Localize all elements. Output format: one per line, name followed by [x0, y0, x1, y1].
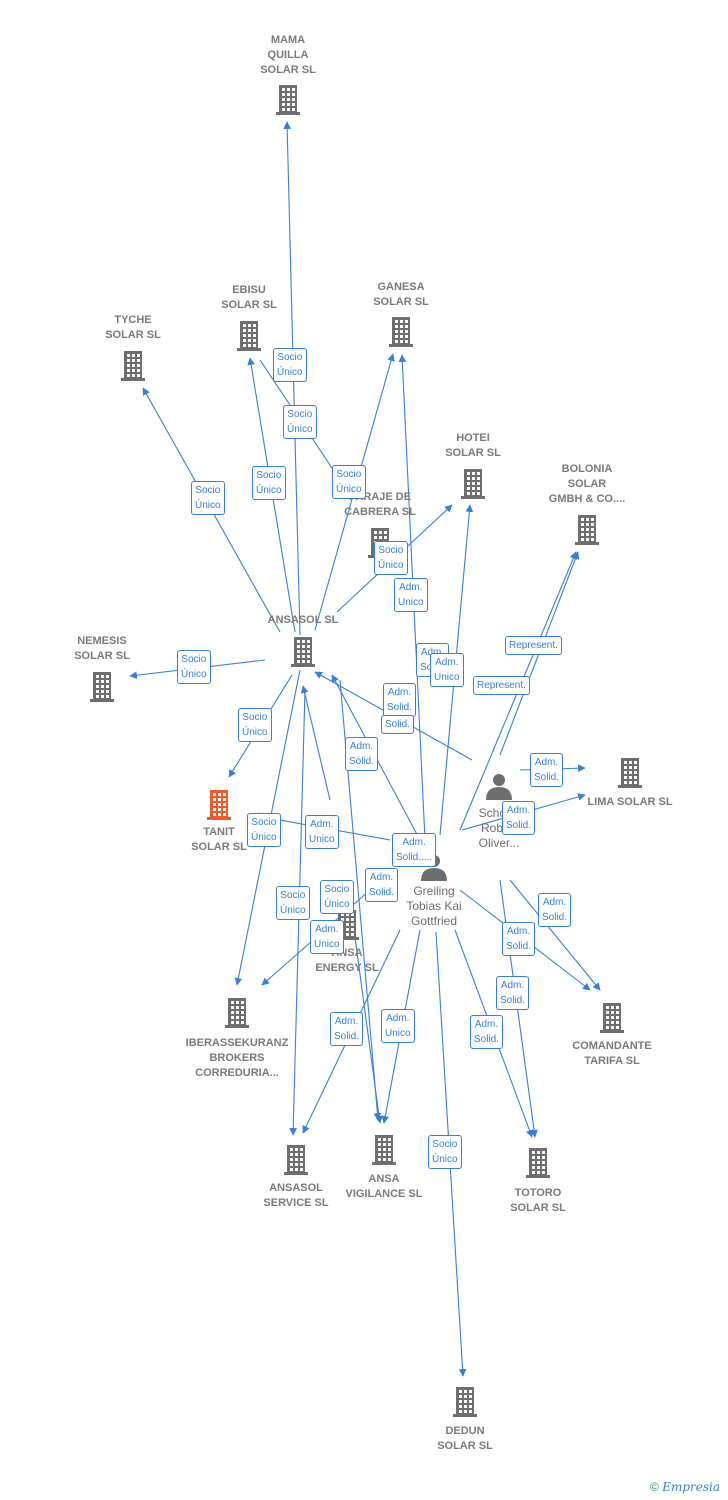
- node-label-ansaenergy[interactable]: ANSA ENERGY SL: [315, 947, 379, 974]
- building-icon-tanit[interactable]: [207, 790, 231, 820]
- building-icon-comandante[interactable]: [600, 1003, 624, 1033]
- edge-line-21: [509, 879, 601, 991]
- edge-line-7: [300, 685, 331, 801]
- icons-layer: [90, 85, 642, 1417]
- relation-label-28[interactable]: Adm. Solid.: [330, 1012, 364, 1046]
- node-label-bolonia[interactable]: BOLONIA SOLAR GMBH & CO....: [548, 463, 626, 505]
- person-icon-schoen[interactable]: [486, 774, 512, 800]
- node-label-tyche[interactable]: TYCHE SOLAR SL: [105, 314, 161, 341]
- building-icon-bolonia[interactable]: [575, 515, 599, 545]
- relation-label-8[interactable]: Adm. Unico: [430, 653, 464, 687]
- relation-label-13[interactable]: Adm. Solid.: [383, 683, 417, 717]
- relation-label-21[interactable]: Socio Único: [276, 886, 310, 920]
- relation-label-29[interactable]: Adm. Unico: [381, 1009, 415, 1043]
- copyright-mark: © Empresia: [650, 1480, 720, 1494]
- relation-label-18[interactable]: Socio Único: [247, 813, 281, 847]
- relation-label-16[interactable]: Adm. Solid.: [530, 753, 564, 787]
- relation-label-11[interactable]: Socio Único: [177, 650, 211, 684]
- relation-label-9[interactable]: Represent.: [505, 636, 562, 655]
- building-icon-ansavig[interactable]: [372, 1135, 396, 1165]
- copyright-symbol: ©: [650, 1480, 659, 1494]
- node-label-comandante[interactable]: COMANDANTE TARIFA SL: [572, 1040, 652, 1067]
- relation-label-14[interactable]: Solid.: [381, 715, 415, 734]
- relation-label-3[interactable]: Socio Único: [332, 465, 366, 499]
- building-icon-totoro[interactable]: [526, 1148, 550, 1178]
- building-icon-hotei[interactable]: [461, 469, 485, 499]
- building-icon-nemesis[interactable]: [90, 672, 114, 702]
- relation-label-17[interactable]: Adm. Solid.: [502, 801, 536, 835]
- node-label-mama[interactable]: MAMA QUILLA SOLAR SL: [260, 34, 316, 76]
- relation-label-23[interactable]: Adm. Solid.: [365, 868, 399, 902]
- node-label-hotei[interactable]: HOTEI SOLAR SL: [445, 432, 501, 459]
- building-icon-dedun[interactable]: [453, 1387, 477, 1417]
- relation-label-19[interactable]: Adm. Unico: [305, 815, 339, 849]
- node-label-iberas[interactable]: IBERASSEKURANZ BROKERS CORREDURIA...: [185, 1037, 289, 1079]
- node-label-tanit[interactable]: TANIT SOLAR SL: [191, 826, 247, 853]
- relation-label-27[interactable]: Adm. Solid.: [496, 976, 530, 1010]
- building-icon-ebisu[interactable]: [237, 321, 261, 351]
- node-label-greiling[interactable]: Greiling Tobias Kai Gottfried: [406, 884, 462, 928]
- relation-label-20[interactable]: Adm. Solid.....: [392, 833, 437, 867]
- relation-label-5[interactable]: Socio Único: [374, 541, 408, 575]
- empresia-logo[interactable]: Empresia: [662, 1480, 720, 1494]
- node-label-totoro[interactable]: TOTORO SOLAR SL: [510, 1187, 566, 1214]
- building-icon-mama[interactable]: [276, 85, 300, 115]
- node-label-ansasolsrv[interactable]: ANSASOL SERVICE SL: [263, 1182, 329, 1209]
- node-label-nemesis[interactable]: NEMESIS SOLAR SL: [74, 635, 130, 662]
- relation-label-31[interactable]: Socio Único: [428, 1135, 462, 1169]
- node-label-ansavig[interactable]: ANSA VIGILANCE SL: [345, 1173, 423, 1200]
- relation-label-15[interactable]: Adm. Solid.: [345, 737, 379, 771]
- node-label-ansasol[interactable]: ANSASOL SL: [267, 614, 339, 626]
- node-label-dedun[interactable]: DEDUN SOLAR SL: [437, 1425, 493, 1452]
- building-icon-ansasol[interactable]: [291, 637, 315, 667]
- relation-label-6[interactable]: Adm. Unico: [394, 578, 428, 612]
- node-label-schoen[interactable]: Schoen Robert Oliver...: [478, 806, 520, 850]
- node-label-ganesa[interactable]: GANESA SOLAR SL: [373, 281, 429, 308]
- relation-label-30[interactable]: Adm. Solid.: [470, 1015, 504, 1049]
- relation-label-24[interactable]: Adm. Unico: [310, 920, 344, 954]
- relation-label-26[interactable]: Adm. Solid.: [502, 922, 536, 956]
- relation-label-10[interactable]: Represent.: [473, 676, 530, 695]
- relation-label-25[interactable]: Adm. Solid.: [538, 893, 572, 927]
- building-icon-lima[interactable]: [618, 758, 642, 788]
- building-icon-tyche[interactable]: [121, 351, 145, 381]
- building-icon-ganesa[interactable]: [389, 317, 413, 347]
- relation-label-1[interactable]: Socio Único: [283, 405, 317, 439]
- building-icon-iberas[interactable]: [225, 998, 249, 1028]
- relation-label-2[interactable]: Socio Único: [252, 466, 286, 500]
- building-icon-ansasolsrv[interactable]: [284, 1145, 308, 1175]
- relation-label-4[interactable]: Socio Único: [191, 481, 225, 515]
- relation-label-22[interactable]: Socio Único: [320, 880, 354, 914]
- node-label-lima[interactable]: LIMA SOLAR SL: [587, 796, 673, 808]
- relation-label-0[interactable]: Socio Único: [273, 348, 307, 382]
- relation-label-12[interactable]: Socio Único: [238, 708, 272, 742]
- node-label-ebisu[interactable]: EBISU SOLAR SL: [221, 284, 277, 311]
